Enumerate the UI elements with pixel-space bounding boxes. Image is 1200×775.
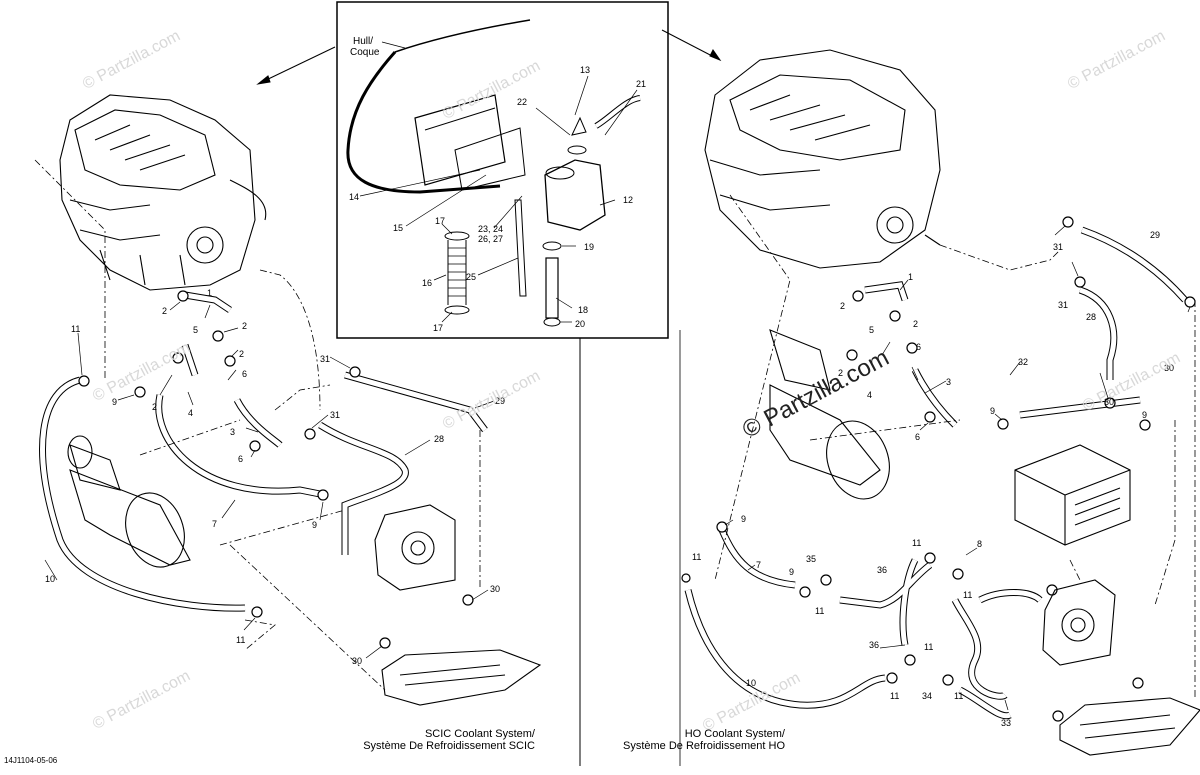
callout-ho-31b: 31 [1058,300,1068,310]
callout-scic-11b: 11 [236,635,245,645]
callout-inset-23-24: 23, 24 [478,224,503,234]
callout-ho-11a: 11 [815,606,824,616]
callout-ho-30b: 30 [1104,397,1114,407]
caption-ho: HO Coolant System/ Système De Refroidiss… [600,728,785,752]
callout-scic-31a: 31 [330,410,340,420]
callout-ho-9a: 9 [990,406,995,416]
callout-inset-16: 16 [422,278,432,288]
callout-ho-4: 4 [867,390,872,400]
hull-label-line1: Hull/ [353,36,373,47]
callout-ho-10: 10 [746,678,756,688]
caption-scic-line1: SCIC Coolant System/ [424,728,535,740]
callout-inset-17a: 17 [435,216,445,226]
callout-scic-9a: 9 [112,397,117,407]
callout-scic-6b: 6 [238,454,243,464]
callout-scic-2d: 2 [152,402,157,412]
inset-panel [336,1,669,339]
callout-ho-28: 28 [1086,312,1096,322]
callout-ho-33: 33 [1001,718,1011,728]
callout-ho-9d: 9 [1142,410,1147,420]
caption-ho-line1: HO Coolant System/ [684,728,785,740]
callout-inset-21: 21 [636,79,646,89]
callout-ho-2a: 2 [840,301,845,311]
callout-ho-11c: 11 [963,590,972,600]
scic-system [34,94,542,706]
callout-scic-2c: 2 [239,349,244,359]
callout-inset-18: 18 [578,305,588,315]
callout-ho-2b: 2 [913,319,918,329]
callout-ho-2c: 2 [838,368,843,378]
callout-ho-6b: 6 [915,432,920,442]
callout-ho-8: 8 [977,539,982,549]
callout-scic-2b: 2 [242,321,247,331]
callout-inset-22: 22 [517,97,527,107]
callout-inset-14: 14 [349,192,359,202]
caption-scic: SCIC Coolant System/ Système De Refroidi… [330,728,535,752]
callout-scic-31b: 31 [320,354,330,364]
callout-ho-29: 29 [1150,230,1160,240]
callout-inset-12: 12 [623,195,633,205]
caption-scic-line2: Système De Refroidissement SCIC [363,740,535,752]
callout-scic-2a: 2 [162,306,167,316]
callout-inset-17b: 17 [433,323,443,333]
callout-scic-10: 10 [45,574,55,584]
callout-ho-36b: 36 [869,640,879,650]
callout-scic-29: 29 [495,396,505,406]
callout-scic-1: 1 [207,288,212,298]
callout-inset-15: 15 [393,223,403,233]
inset-arrows [256,29,722,85]
callout-ho-11b: 11 [912,538,921,548]
callout-ho-36a: 36 [877,565,887,575]
callout-ho-11e: 11 [924,642,933,652]
callout-scic-30b: 30 [352,656,362,666]
callout-scic-9b: 9 [312,520,317,530]
callout-ho-7: 7 [756,560,761,570]
callout-ho-5: 5 [869,325,874,335]
callout-ho-3: 3 [946,377,951,387]
callout-labels: 13 22 21 14 15 17 23, 24 26, 27 12 19 16… [45,65,1174,728]
callout-scic-4: 4 [188,408,193,418]
callout-ho-31a: 31 [1053,242,1063,252]
callout-scic-28: 28 [434,434,444,444]
callout-ho-32: 32 [1018,357,1028,367]
callout-scic-6a: 6 [242,369,247,379]
callout-ho-9b: 9 [741,514,746,524]
callout-scic-30a: 30 [490,584,500,594]
callout-scic-7: 7 [212,519,217,529]
callout-scic-11a: 11 [71,324,80,334]
document-id: 14J1104-05-06 [4,756,58,765]
callout-ho-1: 1 [908,272,913,282]
callout-ho-6a: 6 [916,342,921,352]
callout-ho-30a: 30 [1164,363,1174,373]
callout-inset-19: 19 [584,242,594,252]
callout-ho-11f: 11 [890,691,899,701]
callout-scic-3: 3 [230,427,235,437]
caption-ho-line2: Système De Refroidissement HO [623,740,785,752]
callout-ho-9c: 9 [789,567,794,577]
callout-inset-20: 20 [575,319,585,329]
callout-ho-11d: 11 [692,552,701,562]
ho-system [679,49,1200,766]
callout-inset-25: 25 [466,272,476,282]
callout-scic-5: 5 [193,325,198,335]
callout-ho-11g: 11 [954,691,963,701]
callout-ho-34: 34 [922,691,932,701]
callout-ho-35: 35 [806,554,816,564]
hull-label-line2: Coque [350,47,380,58]
callout-inset-13: 13 [580,65,590,75]
callout-inset-26-27: 26, 27 [478,234,503,244]
